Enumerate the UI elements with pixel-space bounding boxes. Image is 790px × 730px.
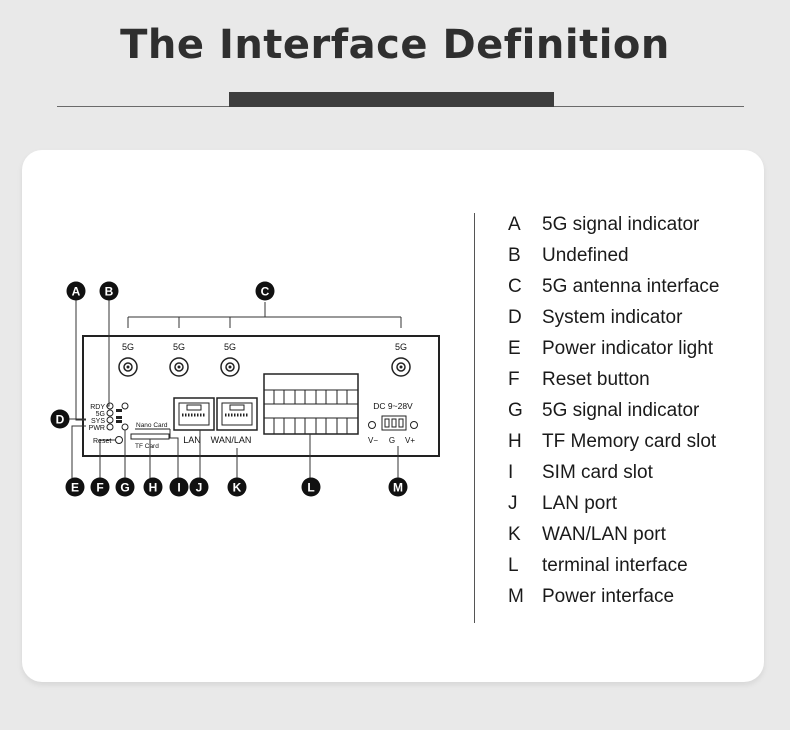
page-title: The Interface Definition bbox=[120, 22, 670, 68]
power-pin-vminus: V− bbox=[368, 436, 378, 445]
legend-item-c: C 5G antenna interface bbox=[508, 276, 768, 307]
legend-item-e: E Power indicator light bbox=[508, 338, 768, 369]
legend-label: WAN/LAN port bbox=[542, 524, 666, 545]
power-connector bbox=[368, 415, 418, 431]
indicator-label-pwr: PWR bbox=[89, 425, 105, 432]
legend-item-g: G 5G signal indicator bbox=[508, 400, 768, 431]
legend-item-m: M Power interface bbox=[508, 586, 768, 617]
indicator-leds: RDY 5G SYS PWR bbox=[89, 402, 129, 432]
tf-card-label: TF Card bbox=[135, 443, 159, 450]
antenna-label-4: 5G bbox=[395, 342, 407, 352]
legend-item-j: J LAN port bbox=[508, 493, 768, 524]
legend-label: 5G antenna interface bbox=[542, 276, 720, 297]
power-pin-vplus: V+ bbox=[405, 436, 415, 445]
legend-letter: M bbox=[508, 586, 524, 607]
antenna-label-1: 5G bbox=[122, 342, 134, 352]
legend-letter: K bbox=[508, 524, 521, 545]
antenna-label-3: 5G bbox=[224, 342, 236, 352]
antenna-label-2: 5G bbox=[173, 342, 185, 352]
legend-label: 5G signal indicator bbox=[542, 400, 700, 421]
legend-label: TF Memory card slot bbox=[542, 431, 717, 452]
legend-label: 5G signal indicator bbox=[542, 214, 700, 235]
legend-label: terminal interface bbox=[542, 555, 688, 576]
legend-item-a: A 5G signal indicator bbox=[508, 214, 768, 245]
legend-label: Power indicator light bbox=[542, 338, 714, 359]
legend-label: SIM card slot bbox=[542, 462, 653, 483]
terminal-block bbox=[263, 373, 359, 435]
indicator-label-5g: 5G bbox=[96, 411, 105, 418]
legend-letter: E bbox=[508, 338, 521, 359]
legend-letter: H bbox=[508, 431, 522, 452]
legend-item-b: B Undefined bbox=[508, 245, 768, 276]
legend-item-d: D System indicator bbox=[508, 307, 768, 338]
wan-lan-label: WAN/LAN bbox=[211, 435, 252, 445]
legend-letter: B bbox=[508, 245, 521, 266]
legend-list: A 5G signal indicator B Undefined C 5G ante… bbox=[508, 214, 768, 617]
legend-label: Power interface bbox=[542, 586, 675, 607]
legend-item-h: H TF Memory card slot bbox=[508, 431, 768, 462]
legend-label: System indicator bbox=[542, 307, 683, 328]
indicator-label-sys: SYS bbox=[91, 418, 105, 425]
legend-letter: A bbox=[508, 214, 521, 235]
legend-item-k: K WAN/LAN port bbox=[508, 524, 768, 555]
power-pin-g: G bbox=[389, 436, 395, 445]
reset-button bbox=[115, 436, 123, 444]
nano-card-label: Nano Card bbox=[136, 422, 168, 429]
legend-letter: D bbox=[508, 307, 522, 328]
title-underline-accent bbox=[229, 92, 554, 107]
antenna-connectors: 5G 5G 5G 5G bbox=[118, 342, 411, 377]
legend-letter: C bbox=[508, 276, 522, 297]
wan-lan-port bbox=[216, 397, 258, 431]
indicator-label-rdy: RDY bbox=[90, 404, 105, 411]
legend-label: Reset button bbox=[542, 369, 650, 390]
lan-port bbox=[173, 397, 215, 431]
legend-letter: F bbox=[508, 369, 520, 390]
tf-card-slot bbox=[130, 433, 170, 440]
reset-label: Reset bbox=[93, 438, 111, 445]
legend-divider bbox=[474, 213, 475, 623]
legend-letter: J bbox=[508, 493, 518, 514]
dc-voltage-label: DC 9~28V bbox=[373, 401, 413, 411]
legend-label: LAN port bbox=[542, 493, 617, 514]
legend-label: Undefined bbox=[542, 245, 629, 266]
legend-letter: I bbox=[508, 462, 514, 483]
legend-letter: G bbox=[508, 400, 523, 421]
legend-item-i: I SIM card slot bbox=[508, 462, 768, 493]
legend-letter: L bbox=[508, 555, 519, 576]
lan-label: LAN bbox=[183, 435, 201, 445]
legend-item-f: F Reset button bbox=[508, 369, 768, 400]
